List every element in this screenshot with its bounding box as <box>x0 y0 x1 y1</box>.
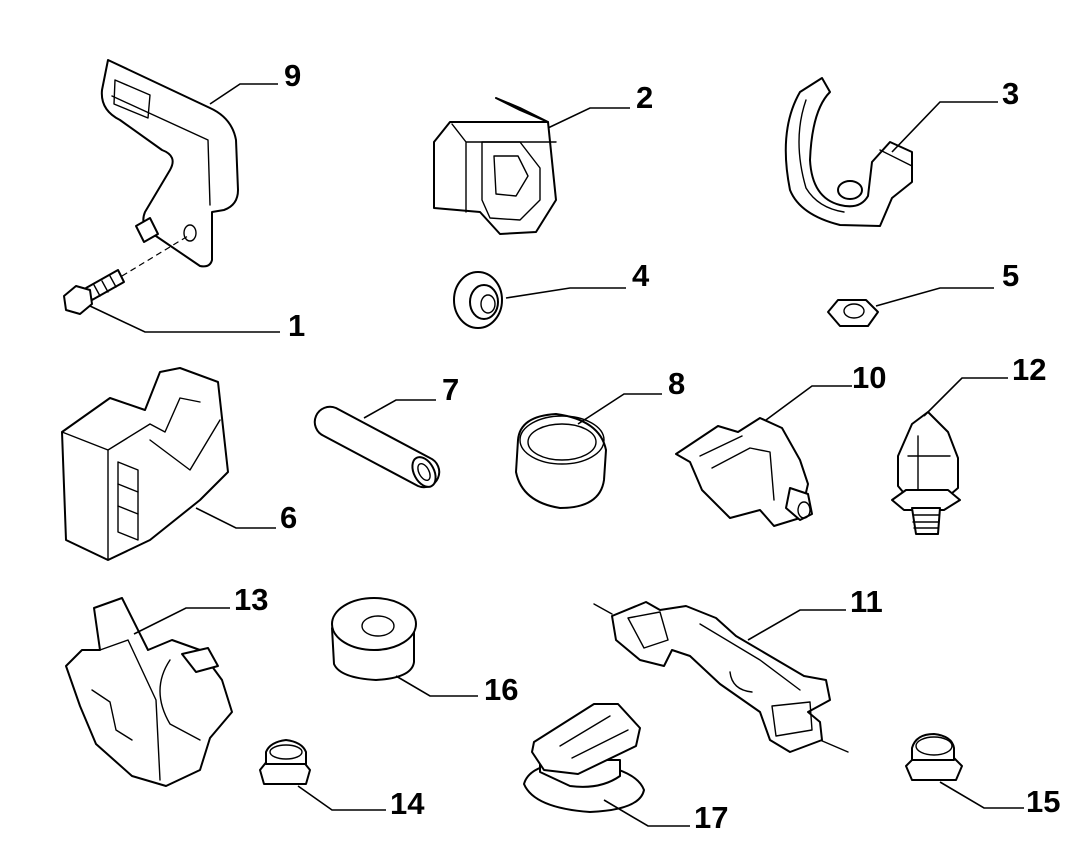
leader-5 <box>875 287 994 307</box>
part-11-cable-holder <box>593 601 849 753</box>
part-2-square-bracket <box>433 97 557 235</box>
callout-2: 2 <box>636 80 653 115</box>
callout-15: 15 <box>1026 784 1060 819</box>
leader-14 <box>297 785 386 811</box>
part-12-push-clip <box>891 411 961 535</box>
callout-8: 8 <box>668 366 685 401</box>
part-5-hex-nut <box>827 299 879 327</box>
part-3-pipe-clip <box>784 77 913 227</box>
part-4-grommet <box>453 271 503 329</box>
part-15-cap-nut <box>905 733 963 781</box>
callout-13: 13 <box>234 582 268 617</box>
part-9-bracket <box>100 59 239 268</box>
leader-4 <box>505 287 626 299</box>
callout-5: 5 <box>1002 258 1019 293</box>
part-10-connector-clip <box>675 417 813 527</box>
callout-9: 9 <box>284 58 301 93</box>
leader-11 <box>747 609 846 641</box>
leader-6 <box>195 507 276 529</box>
callout-1: 1 <box>288 308 305 343</box>
leader-7 <box>363 399 436 419</box>
leader-15 <box>939 781 1024 809</box>
leader-9 <box>209 83 278 105</box>
leader-12 <box>923 377 1008 417</box>
callout-7: 7 <box>442 372 459 407</box>
callout-11: 11 <box>850 584 883 619</box>
callout-6: 6 <box>280 500 297 535</box>
leader-1 <box>89 305 280 333</box>
leader-17 <box>603 799 690 827</box>
part-7-tube <box>313 405 441 489</box>
callout-17: 17 <box>694 800 728 835</box>
part-8-collar-ring <box>515 413 607 509</box>
callout-10: 10 <box>852 360 886 395</box>
leader-2 <box>547 107 630 129</box>
part-16-cylinder-spacer <box>331 597 417 681</box>
callout-14: 14 <box>390 786 425 821</box>
part-13-clamp-holder <box>65 597 233 787</box>
callout-16: 16 <box>484 672 518 707</box>
leader-16 <box>395 675 478 697</box>
part-6-block-holder <box>61 367 229 561</box>
leader-13 <box>133 607 230 635</box>
callout-4: 4 <box>632 258 650 293</box>
leader-8 <box>577 393 662 425</box>
leader-10 <box>765 385 852 421</box>
part-17-clip-with-base <box>523 703 645 813</box>
bolt-axis-line <box>121 235 189 277</box>
leader-3 <box>891 101 998 153</box>
callout-12: 12 <box>1012 352 1046 387</box>
part-14-flanged-nut <box>259 739 311 785</box>
part-1-bolt <box>63 269 125 315</box>
callout-3: 3 <box>1002 76 1019 111</box>
